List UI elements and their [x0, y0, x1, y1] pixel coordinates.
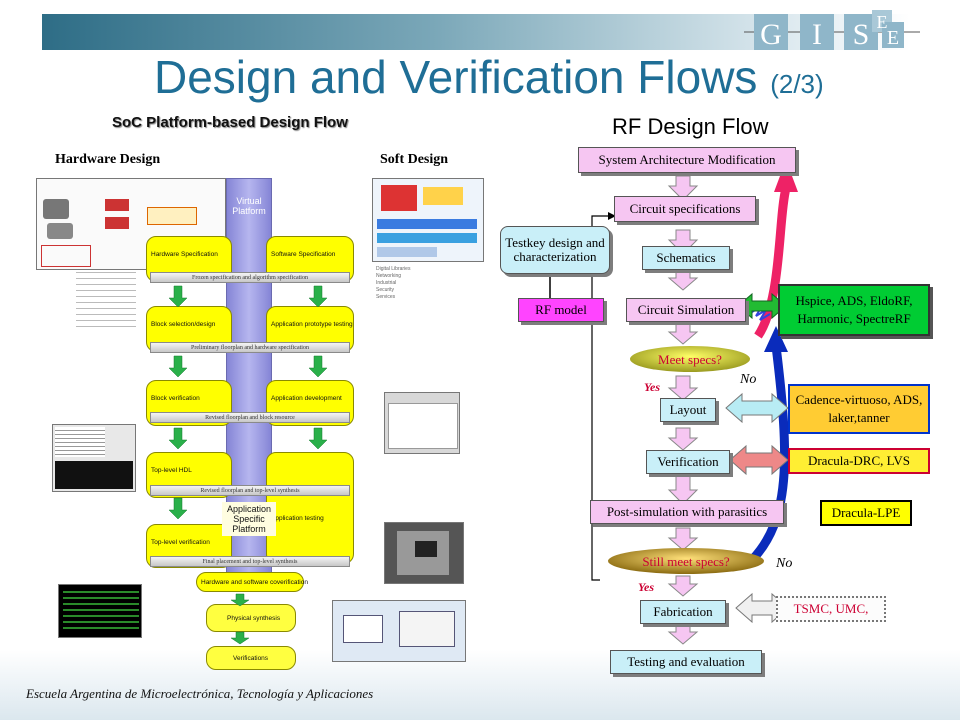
sw-note: Security	[376, 287, 395, 293]
green-arrow	[308, 355, 328, 378]
rf-step-sys-arch: System Architecture Modification	[578, 147, 796, 173]
rf-step-layout: Layout	[660, 398, 716, 422]
feedback-line	[591, 215, 612, 581]
rf-step-fabrication: Fabrication	[640, 600, 726, 624]
rf-step-verification: Verification	[646, 450, 730, 474]
rf-flow-title: RF Design Flow	[612, 114, 769, 139]
tool-box-lpe: Dracula-LPE	[820, 500, 912, 526]
physical-synthesis-box: Physical synthesis	[206, 604, 296, 632]
prelim-floorplan-bar: Preliminary floorplan and hardware speci…	[150, 342, 350, 353]
green-arrow	[168, 355, 188, 378]
slide-title-main: Design and Verification Flows	[154, 51, 758, 103]
pink-arrow	[667, 175, 699, 201]
no-label-1: No	[740, 372, 757, 387]
rf-step-rf-model: RF model	[518, 298, 604, 322]
slide-title: Design and Verification Flows (2/3)	[154, 50, 824, 104]
final-placement-bar: Final placement and top-level synthesis	[150, 556, 350, 567]
virtual-platform-label: Virtual Platform	[232, 196, 266, 216]
sw-note: Industrial	[376, 280, 397, 286]
rf-decision-still-meet: Still meet specs?	[608, 548, 764, 574]
sw-note: Networking	[376, 273, 402, 279]
meet-specs-text: Meet specs?	[658, 352, 722, 367]
rf-step-testkey: Testkey design and characterization	[500, 226, 610, 274]
logo-letter-i: I	[812, 18, 822, 51]
rf-step-post-sim: Post-simulation with parasitics	[590, 500, 784, 524]
revised-toplevel-bar: Revised floorplan and top-level synthesi…	[150, 485, 350, 496]
rf-step-schematics: Schematics	[642, 246, 730, 270]
no-label-2: No	[776, 556, 793, 571]
software-platform-thumbnail	[372, 178, 484, 262]
tool-box-layout: Cadence-virtuoso, ADS, laker,tanner	[788, 384, 930, 434]
pink-arrow	[667, 527, 699, 551]
green-arrow	[168, 427, 188, 450]
red-double-arrow	[729, 444, 789, 476]
app-specific-platform-label: Application Specific Platform	[222, 502, 276, 536]
hardware-notes-text	[76, 272, 136, 328]
pink-arrow	[667, 269, 699, 291]
pink-arrow	[667, 427, 699, 451]
gise-logo: G I S E E	[744, 10, 920, 51]
footer-institution: Escuela Argentina de Microelectrónica, T…	[26, 686, 374, 701]
soc-flow-title: SoC Platform-based Design Flow	[112, 114, 348, 131]
sw-note: Services	[376, 294, 396, 300]
logo-letter-g: G	[760, 18, 782, 51]
rf-step-circuit-sim: Circuit Simulation	[626, 298, 746, 322]
green-arrow	[168, 497, 188, 520]
hardware-design-label: Hardware Design	[55, 152, 161, 167]
pink-arrow	[667, 323, 699, 345]
tool-box-simulators: Hspice, ADS, EldoRF, Harmonic, SpectreRF	[778, 284, 930, 336]
yes-label-2: Yes	[638, 580, 654, 594]
revised-floorplan-bar: Revised floorplan and block resource	[150, 412, 350, 423]
footer-gradient	[0, 650, 960, 720]
yes-label-1: Yes	[644, 380, 660, 394]
pink-arrow	[667, 621, 699, 645]
tool-box-drc-lvs: Dracula-DRC, LVS	[788, 448, 930, 474]
green-arrow	[308, 285, 328, 308]
board-photo	[384, 522, 464, 584]
app-dev-screenshot	[384, 392, 460, 454]
green-arrow	[230, 593, 250, 607]
tool-box-foundry: TSMC, UMC,	[776, 596, 886, 622]
pink-arrow	[667, 475, 699, 505]
sw-note: Digital Libraries	[376, 266, 411, 272]
logo-letter-e1: E	[877, 12, 888, 32]
soc-flow-arrows	[168, 285, 328, 645]
pink-arrow	[667, 375, 699, 401]
verifications-box: Verifications	[206, 646, 296, 670]
pink-arrow	[667, 575, 699, 597]
soft-design-label: Soft Design	[380, 152, 449, 167]
red-feedback-arrow	[754, 186, 791, 339]
rf-step-testing: Testing and evaluation	[610, 650, 762, 674]
rf-flow-connectors	[545, 160, 798, 645]
system-diagram-thumbnail	[332, 600, 466, 662]
frozen-spec-bar: Frozen specification and algorithm speci…	[150, 272, 350, 283]
slide-title-suffix: (2/3)	[770, 69, 824, 99]
still-meet-specs-text: Still meet specs?	[642, 554, 730, 569]
simulation-screenshot	[52, 424, 136, 492]
hw-sw-coverification-box: Hardware and software coverification	[196, 572, 308, 592]
logo-letter-e2: E	[887, 27, 899, 49]
green-arrow	[230, 631, 250, 645]
logo-letter-s: S	[853, 18, 870, 51]
green-arrow	[168, 285, 188, 308]
green-arrow	[308, 427, 328, 450]
rf-decision-meet-specs: Meet specs?	[630, 346, 750, 372]
waveform-screenshot	[58, 584, 142, 638]
rf-step-circuit-spec: Circuit specifications	[614, 196, 756, 222]
software-notes: Digital Libraries Networking Industrial …	[376, 266, 436, 301]
blue-feedback-arrow	[748, 345, 790, 564]
